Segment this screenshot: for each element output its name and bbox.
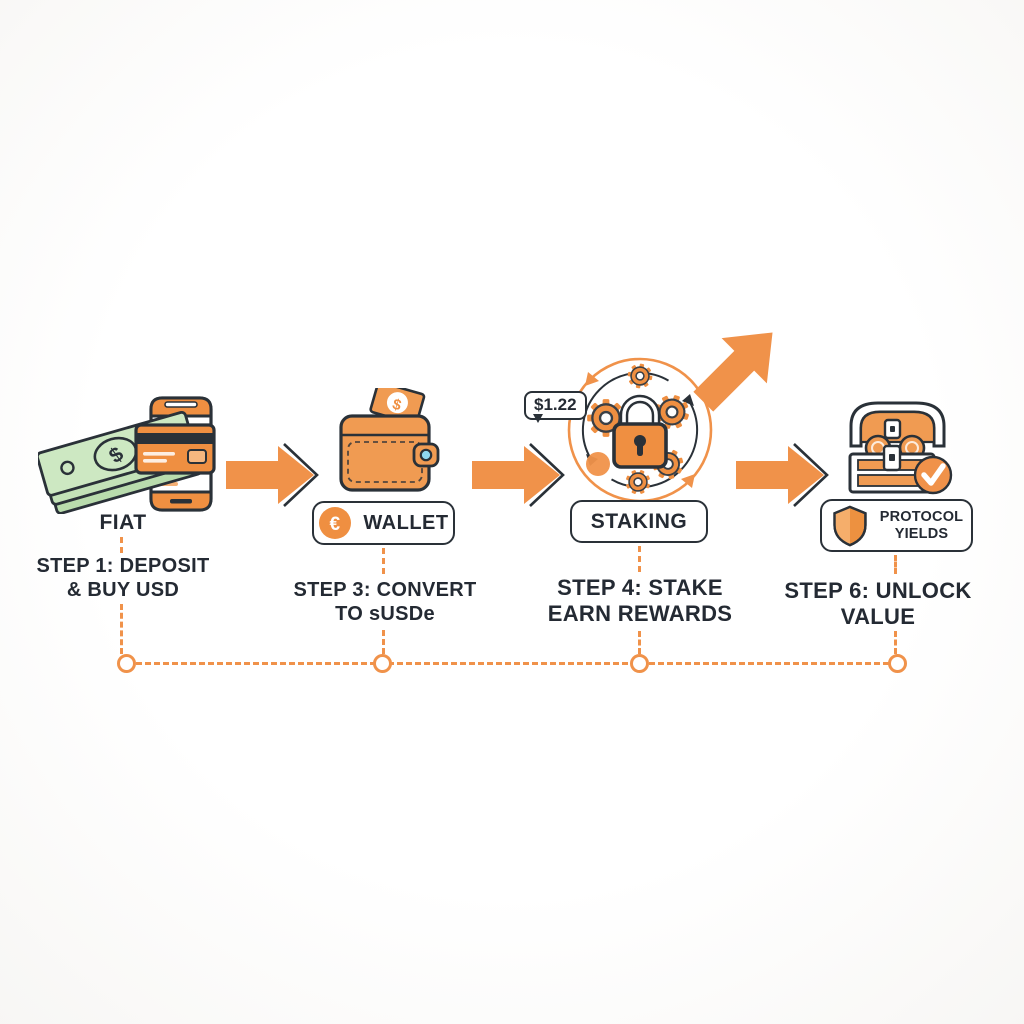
timeline-node (630, 654, 649, 673)
wallet-body (339, 414, 440, 492)
growth-arrow-icon (693, 332, 773, 412)
check-badge-icon (913, 455, 953, 495)
timeline-node (117, 654, 136, 673)
arrow-right-icon (736, 443, 829, 507)
caption-line: TO sUSDe (335, 602, 435, 625)
dashed-connector (894, 631, 897, 654)
timeline-node (373, 654, 392, 673)
dashed-connector (382, 548, 385, 574)
chest-clasp (882, 418, 902, 472)
arrow-right-icon (472, 443, 565, 507)
dashed-connector (382, 630, 385, 654)
timeline-dashed-line (127, 662, 898, 665)
protocol-pill-line: PROTOCOL (879, 508, 964, 525)
gear-icon (624, 360, 656, 392)
wallet-icon: $ (339, 388, 440, 492)
protocol-pill-line: YIELDS (894, 525, 949, 542)
credit-card-icon (134, 423, 216, 475)
gear-icon (621, 465, 655, 499)
padlock-icon (612, 394, 668, 469)
staking-pill: STAKING (570, 500, 708, 543)
caption-line: STEP 3: CONVERT (293, 579, 477, 601)
step1-caption: STEP 1: DEPOSIT & BUY USD (12, 555, 234, 602)
wallet-pill-label: WALLET (363, 511, 449, 534)
caption-line: EARN REWARDS (547, 600, 733, 626)
shield-icon (833, 505, 867, 546)
price-bubble: $1.22 (524, 391, 587, 423)
step4-caption: STEP 4: STAKE EARN REWARDS (529, 575, 751, 627)
protocol-pill-label: PROTOCOL YIELDS (880, 509, 964, 542)
step3-caption: STEP 3: CONVERT TO sUSDe (274, 579, 496, 626)
staking-pill-label: STAKING (590, 509, 688, 533)
arrow-right-icon (226, 443, 319, 507)
timeline-node (888, 654, 907, 673)
euro-glyph: € (330, 514, 341, 535)
protocol-yields-pill: PROTOCOL YIELDS (820, 499, 973, 552)
cash-and-card-icon: $ (38, 396, 216, 514)
fiat-label: FIAT (99, 511, 147, 534)
staking-lock-gears-icon (567, 357, 713, 503)
caption-line: STEP 6: UNLOCK (784, 578, 972, 603)
dashed-connector (638, 546, 641, 572)
euro-coin-icon: € (319, 507, 352, 539)
caption-line: VALUE (840, 603, 916, 629)
caption-line: STEP 4: STAKE (557, 575, 723, 600)
price-bubble-value: $1.22 (534, 395, 577, 414)
step6-caption: STEP 6: UNLOCK VALUE (767, 578, 989, 630)
dashed-connector (894, 555, 897, 574)
wallet-pill: € WALLET (312, 501, 455, 545)
dashed-connector (120, 604, 123, 654)
dashed-connector (120, 537, 123, 553)
treasure-chest-icon (848, 401, 953, 495)
caption-line: & BUY USD (66, 578, 180, 601)
caption-line: STEP 1: DEPOSIT (36, 555, 210, 577)
dashed-connector (638, 631, 641, 654)
